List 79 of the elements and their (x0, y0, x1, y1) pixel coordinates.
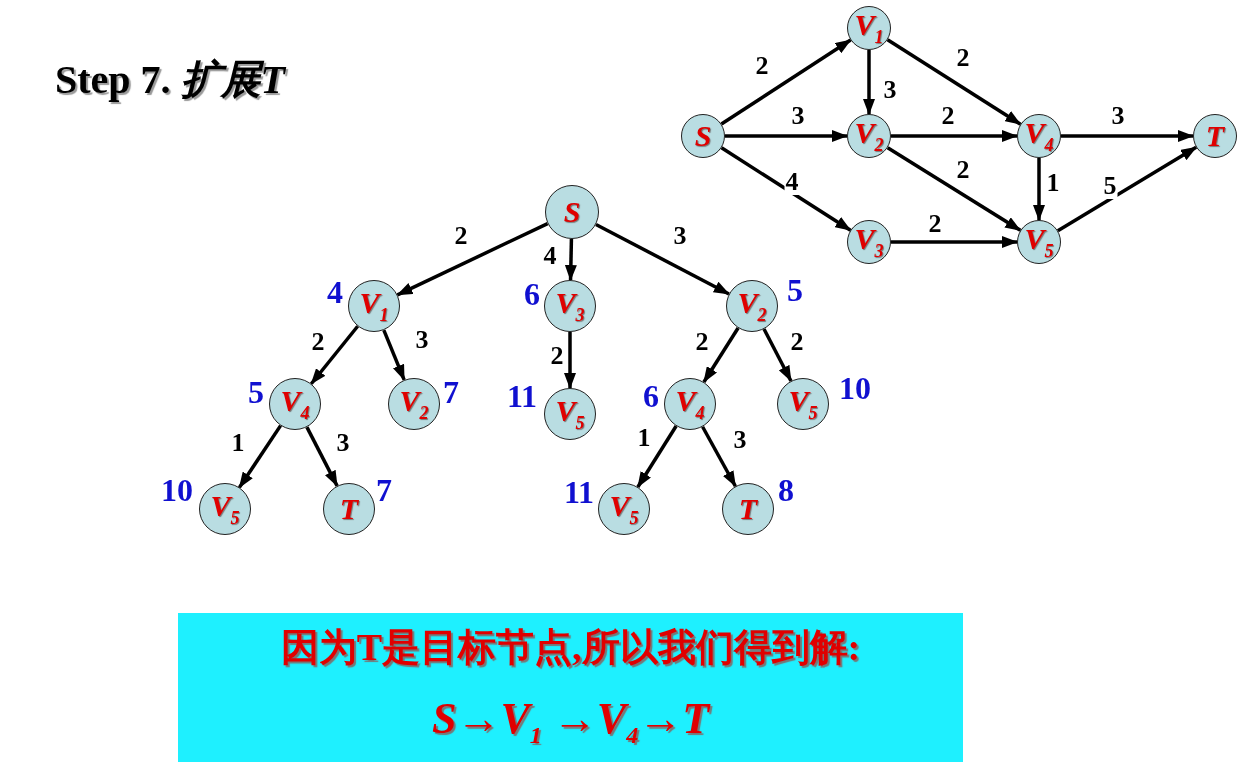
node-label: S (563, 197, 581, 227)
node-label: T (738, 494, 758, 524)
node-label: V$_{2}$ (737, 288, 767, 324)
node-label: V$_{5}$ (210, 491, 240, 527)
graph-node-circle (598, 483, 650, 535)
graph-node-circle (545, 185, 599, 239)
arrow (762, 328, 793, 382)
node-label: V$_{5}$ (788, 386, 818, 422)
node-label: V$_{5}$ (1024, 224, 1054, 260)
cost-label: 10 (839, 372, 871, 404)
node-label: T (1205, 121, 1225, 151)
graph-node-circle (1193, 114, 1237, 158)
arrow (305, 426, 339, 487)
graph-node-circle (199, 483, 251, 535)
node-label: V$_{1}$ (854, 10, 884, 46)
node-label: V$_{4}$ (1024, 118, 1054, 154)
graph-node-circle (269, 378, 321, 430)
cost-label: 8 (778, 474, 794, 506)
arrow (720, 146, 852, 232)
node-label: V$_{3}$ (854, 224, 884, 260)
arrow (702, 327, 740, 383)
cost-label: 7 (376, 474, 392, 506)
graph-node-circle (847, 114, 891, 158)
cost-label: 11 (506, 380, 538, 412)
arrow (891, 130, 1018, 142)
arrow (636, 425, 678, 488)
graph-node-circle (681, 114, 725, 158)
cost-label: 7 (443, 376, 459, 408)
title: Step 7. 扩展T (55, 56, 285, 104)
graph-node-circle (847, 6, 891, 50)
arrow (396, 222, 549, 297)
graph-node-circle (348, 280, 400, 332)
arrow (564, 332, 576, 389)
arrow (886, 38, 1022, 126)
graph-node-circle (544, 388, 596, 440)
conclusion-panel (178, 613, 963, 762)
node-label: V$_{4}$ (280, 386, 310, 422)
cost-label: 10 (161, 474, 193, 506)
solution-path: S→V$_{1}$ →V$_{4}$→T (431, 695, 710, 749)
arrow (1033, 158, 1045, 221)
cost-label: 4 (327, 276, 343, 308)
node-label: V$_{5}$ (609, 491, 639, 527)
graph-node-circle (1017, 220, 1061, 264)
arrow (382, 329, 406, 381)
arrow (701, 425, 737, 488)
node-label: V$_{5}$ (555, 396, 585, 432)
arrow (595, 222, 730, 296)
graph-node-circle (388, 378, 440, 430)
graph-node-circle (323, 483, 375, 535)
arrow (891, 236, 1018, 248)
cost-label: 5 (787, 274, 803, 306)
node-label: V$_{1}$ (359, 288, 389, 324)
node-label: V$_{2}$ (854, 118, 884, 154)
graph-node-circle (1017, 114, 1061, 158)
arrow (1061, 130, 1194, 142)
graph-node-circle (726, 280, 778, 332)
cost-label: 6 (524, 278, 540, 310)
cost-label: 11 (563, 476, 595, 508)
arrow (725, 130, 848, 142)
arrow (863, 50, 875, 115)
arrow (720, 38, 852, 126)
arrow (1056, 145, 1198, 233)
node-label: V$_{4}$ (675, 386, 705, 422)
node-label: T (339, 494, 359, 524)
graph-node-circle (847, 220, 891, 264)
conclusion-text: 因为T是目标节点,所以我们得到解: (280, 626, 861, 669)
node-label: V$_{3}$ (555, 288, 585, 324)
node-label: V$_{2}$ (399, 386, 429, 422)
cost-label: 5 (248, 376, 264, 408)
graph-node-circle (544, 280, 596, 332)
arrow (237, 424, 283, 489)
arrow (886, 146, 1022, 232)
arrow (309, 325, 360, 385)
graph-node-circle (777, 378, 829, 430)
graph-node-circle (722, 483, 774, 535)
arrow (564, 238, 577, 281)
node-label: S (694, 121, 712, 151)
graph-node-circle (664, 378, 716, 430)
cost-label: 6 (643, 380, 659, 412)
